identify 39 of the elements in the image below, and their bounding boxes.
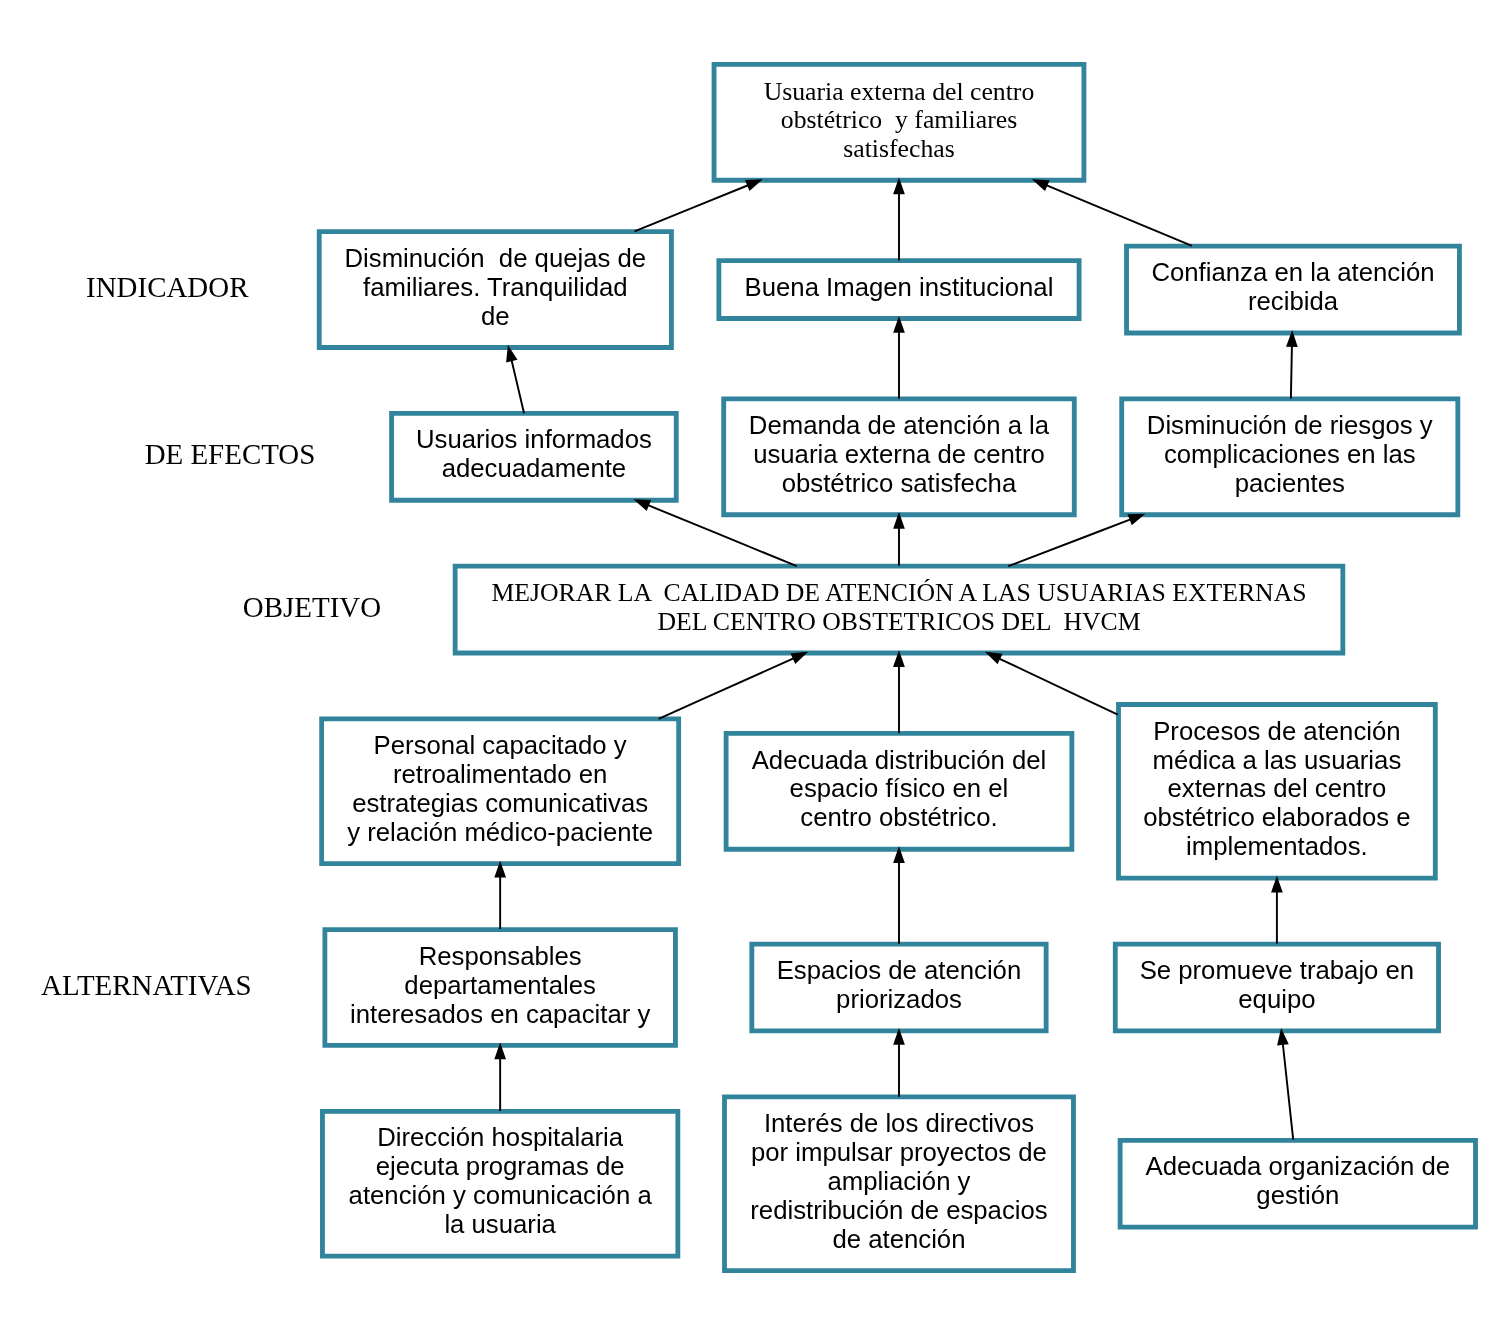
arrow xyxy=(494,860,507,930)
arrow xyxy=(506,344,525,414)
arrow xyxy=(657,651,809,720)
node-box: Disminución de riesgos y complicaciones en las pacientes xyxy=(1119,396,1461,517)
node-box: Disminución de quejas de familiares. Tranquilidad de xyxy=(316,228,674,350)
arrow xyxy=(494,1042,507,1112)
arrow xyxy=(1007,513,1146,567)
label: INDICADOR xyxy=(86,270,249,303)
node-box: Se promueve trabajo en equipo xyxy=(1112,941,1441,1033)
arrow xyxy=(893,649,905,734)
arrow xyxy=(1286,329,1298,400)
node-box: Usuaria externa del centro obstétrico y familiares satisfechas xyxy=(711,61,1087,183)
node-box: Espacios de atención priorizados xyxy=(749,941,1049,1033)
node-box: Dirección hospitalaria ejecuta programas de atención y comunicación a la usuaria xyxy=(320,1108,681,1258)
node-box: Adecuada organización de gestión xyxy=(1117,1137,1478,1230)
arrow xyxy=(893,1027,905,1098)
arrow xyxy=(893,315,905,400)
node-box: Responsables departamentales interesados en capacitar y xyxy=(322,926,678,1048)
arrow xyxy=(893,845,905,945)
arrow xyxy=(1031,178,1193,247)
arrow xyxy=(1271,875,1283,945)
node-box: Buena Imagen institucional xyxy=(716,257,1082,321)
arrow xyxy=(633,178,763,232)
label: OBJETIVO xyxy=(242,590,382,623)
node-box: Usuarios informados adecuadamente xyxy=(389,410,679,503)
node-box: Interés de los directivos por impulsar proyectos de ampliación y redistribución de espacios de atención xyxy=(722,1093,1076,1273)
node-box: MEJORAR LA CALIDAD DE ATENCIÓN A LAS USUARIAS EXTERNAS DEL CENTRO OBSTETRICOS DEL HVCM xyxy=(452,563,1346,655)
label: ALTERNATIVAS xyxy=(41,968,252,1001)
arrow xyxy=(633,498,798,567)
arrow xyxy=(893,511,905,567)
arrow xyxy=(1277,1027,1295,1141)
node-box: Demanda de atención a la usuaria externa de centro obstétrico satisfecha xyxy=(721,396,1077,517)
node-box: Adecuada distribución del espacio físico en el centro obstétrico. xyxy=(723,730,1075,852)
arrow xyxy=(984,651,1119,716)
node-box: Confianza en la atención recibida xyxy=(1124,243,1462,335)
arrow xyxy=(893,176,905,261)
label: DE EFECTOS xyxy=(144,437,316,470)
node-box: Personal capacitado y retroalimentado en estrategias comunicativas y relación médico-paciente xyxy=(319,716,682,866)
node-box: Procesos de atención médica a las usuarias externas del centro obstétrico elaborados e implementados. xyxy=(1116,701,1438,881)
